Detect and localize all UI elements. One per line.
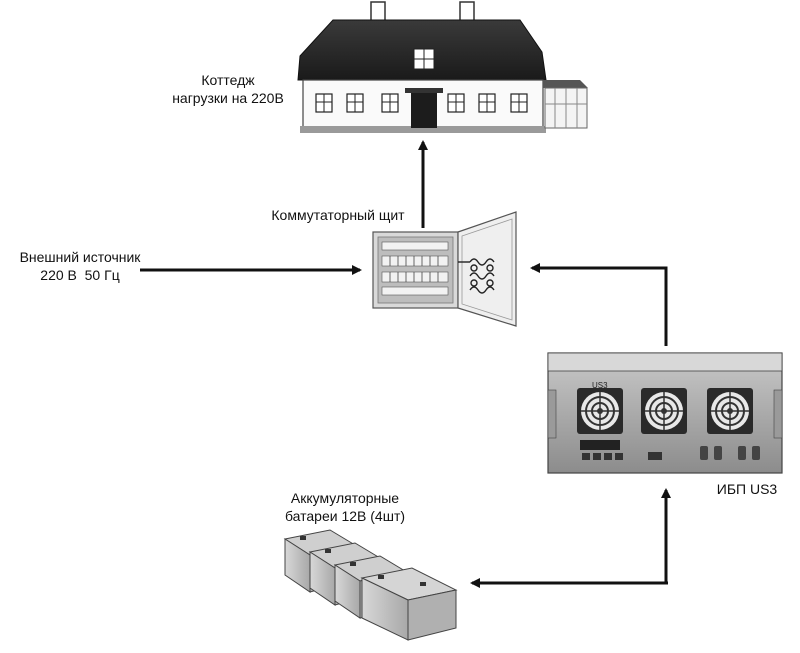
ups-fan (641, 388, 687, 434)
batteries-label-line2: батареи 12В (4шт) (284, 508, 406, 524)
ups-icon: US3 (547, 352, 783, 474)
external-source-line2: 220 В 50 Гц (40, 267, 120, 283)
cottage-label: Коттедж нагрузки на 220В (148, 71, 308, 107)
ups-fan (707, 388, 753, 434)
arrow-ups-batteries-link (470, 488, 671, 588)
cottage-icon (297, 1, 588, 133)
ups-model-text: US3 (592, 381, 608, 390)
ups-label: ИБП US3 (702, 480, 792, 498)
switchboard-icon (372, 211, 517, 327)
arrow-ups-to-switchboard (530, 263, 668, 346)
batteries-label: Аккумуляторные батареи 12В (4шт) (260, 489, 430, 525)
external-source-label: Внешний источник 220 В 50 Гц (5, 248, 155, 284)
ups-label-text: ИБП US3 (716, 481, 778, 497)
ups-fan (577, 388, 623, 434)
batteries-label-line1: Аккумуляторные (290, 490, 400, 506)
external-source-line1: Внешний источник (19, 249, 141, 265)
cottage-label-line2: нагрузки на 220В (172, 90, 284, 106)
cottage-label-line1: Коттедж (201, 72, 255, 88)
switchboard-label-text: Коммутаторный щит (271, 207, 405, 223)
battery-icon (283, 529, 458, 641)
switchboard-label: Коммутаторный щит (258, 206, 418, 224)
